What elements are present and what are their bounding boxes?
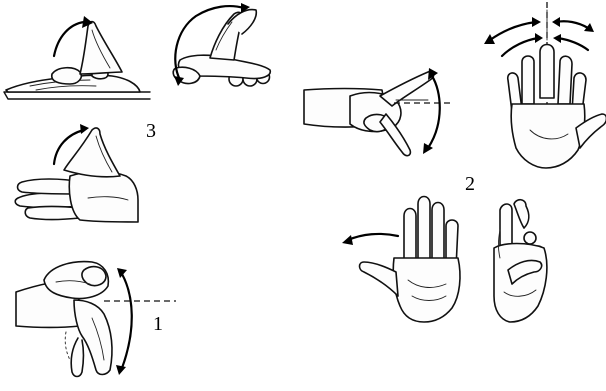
- group-3-label: 3: [146, 120, 156, 142]
- palm-thumb-reach-icon: [342, 197, 460, 323]
- hand-thumb-abduction-icon: [304, 68, 452, 156]
- group-2-label: 2: [465, 173, 475, 195]
- hand-thumb-opposition-icon: [494, 200, 547, 322]
- wrist-flexion-hand-icon: [16, 262, 176, 377]
- hand-flat-thumb-raise-icon: [4, 16, 150, 99]
- hand-side-thumb-swing-icon: [173, 3, 270, 86]
- hand-finger-spread-icon: [484, 2, 606, 168]
- group-1-label: 1: [153, 313, 163, 335]
- hand-back-thumb-raise-icon: [15, 124, 138, 222]
